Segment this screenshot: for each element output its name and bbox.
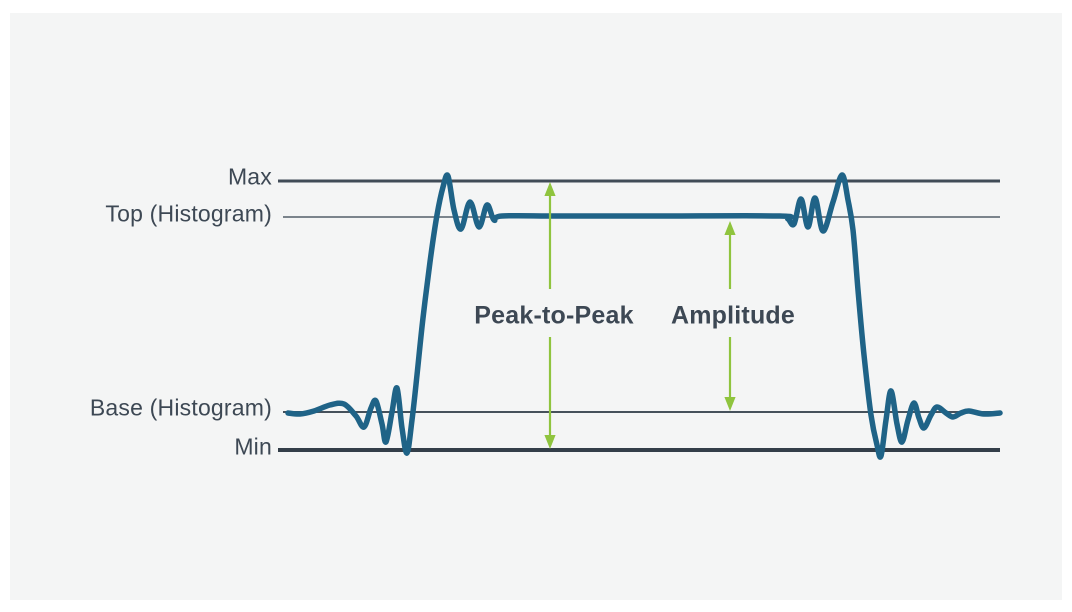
peak-to-peak-arrow: [544, 182, 556, 449]
diagram-panel: [10, 13, 1062, 600]
top-level-label: Top (Histogram): [105, 200, 272, 227]
amplitude-arrow: [724, 221, 736, 411]
peak-to-peak-label: Peak-to-Peak: [474, 301, 634, 330]
min-level-label: Min: [234, 433, 272, 460]
max-level-label: Max: [227, 163, 272, 190]
waveform-trace: [285, 172, 1003, 460]
amplitude-label: Amplitude: [670, 301, 796, 330]
base-level-label: Base (Histogram): [89, 394, 272, 421]
